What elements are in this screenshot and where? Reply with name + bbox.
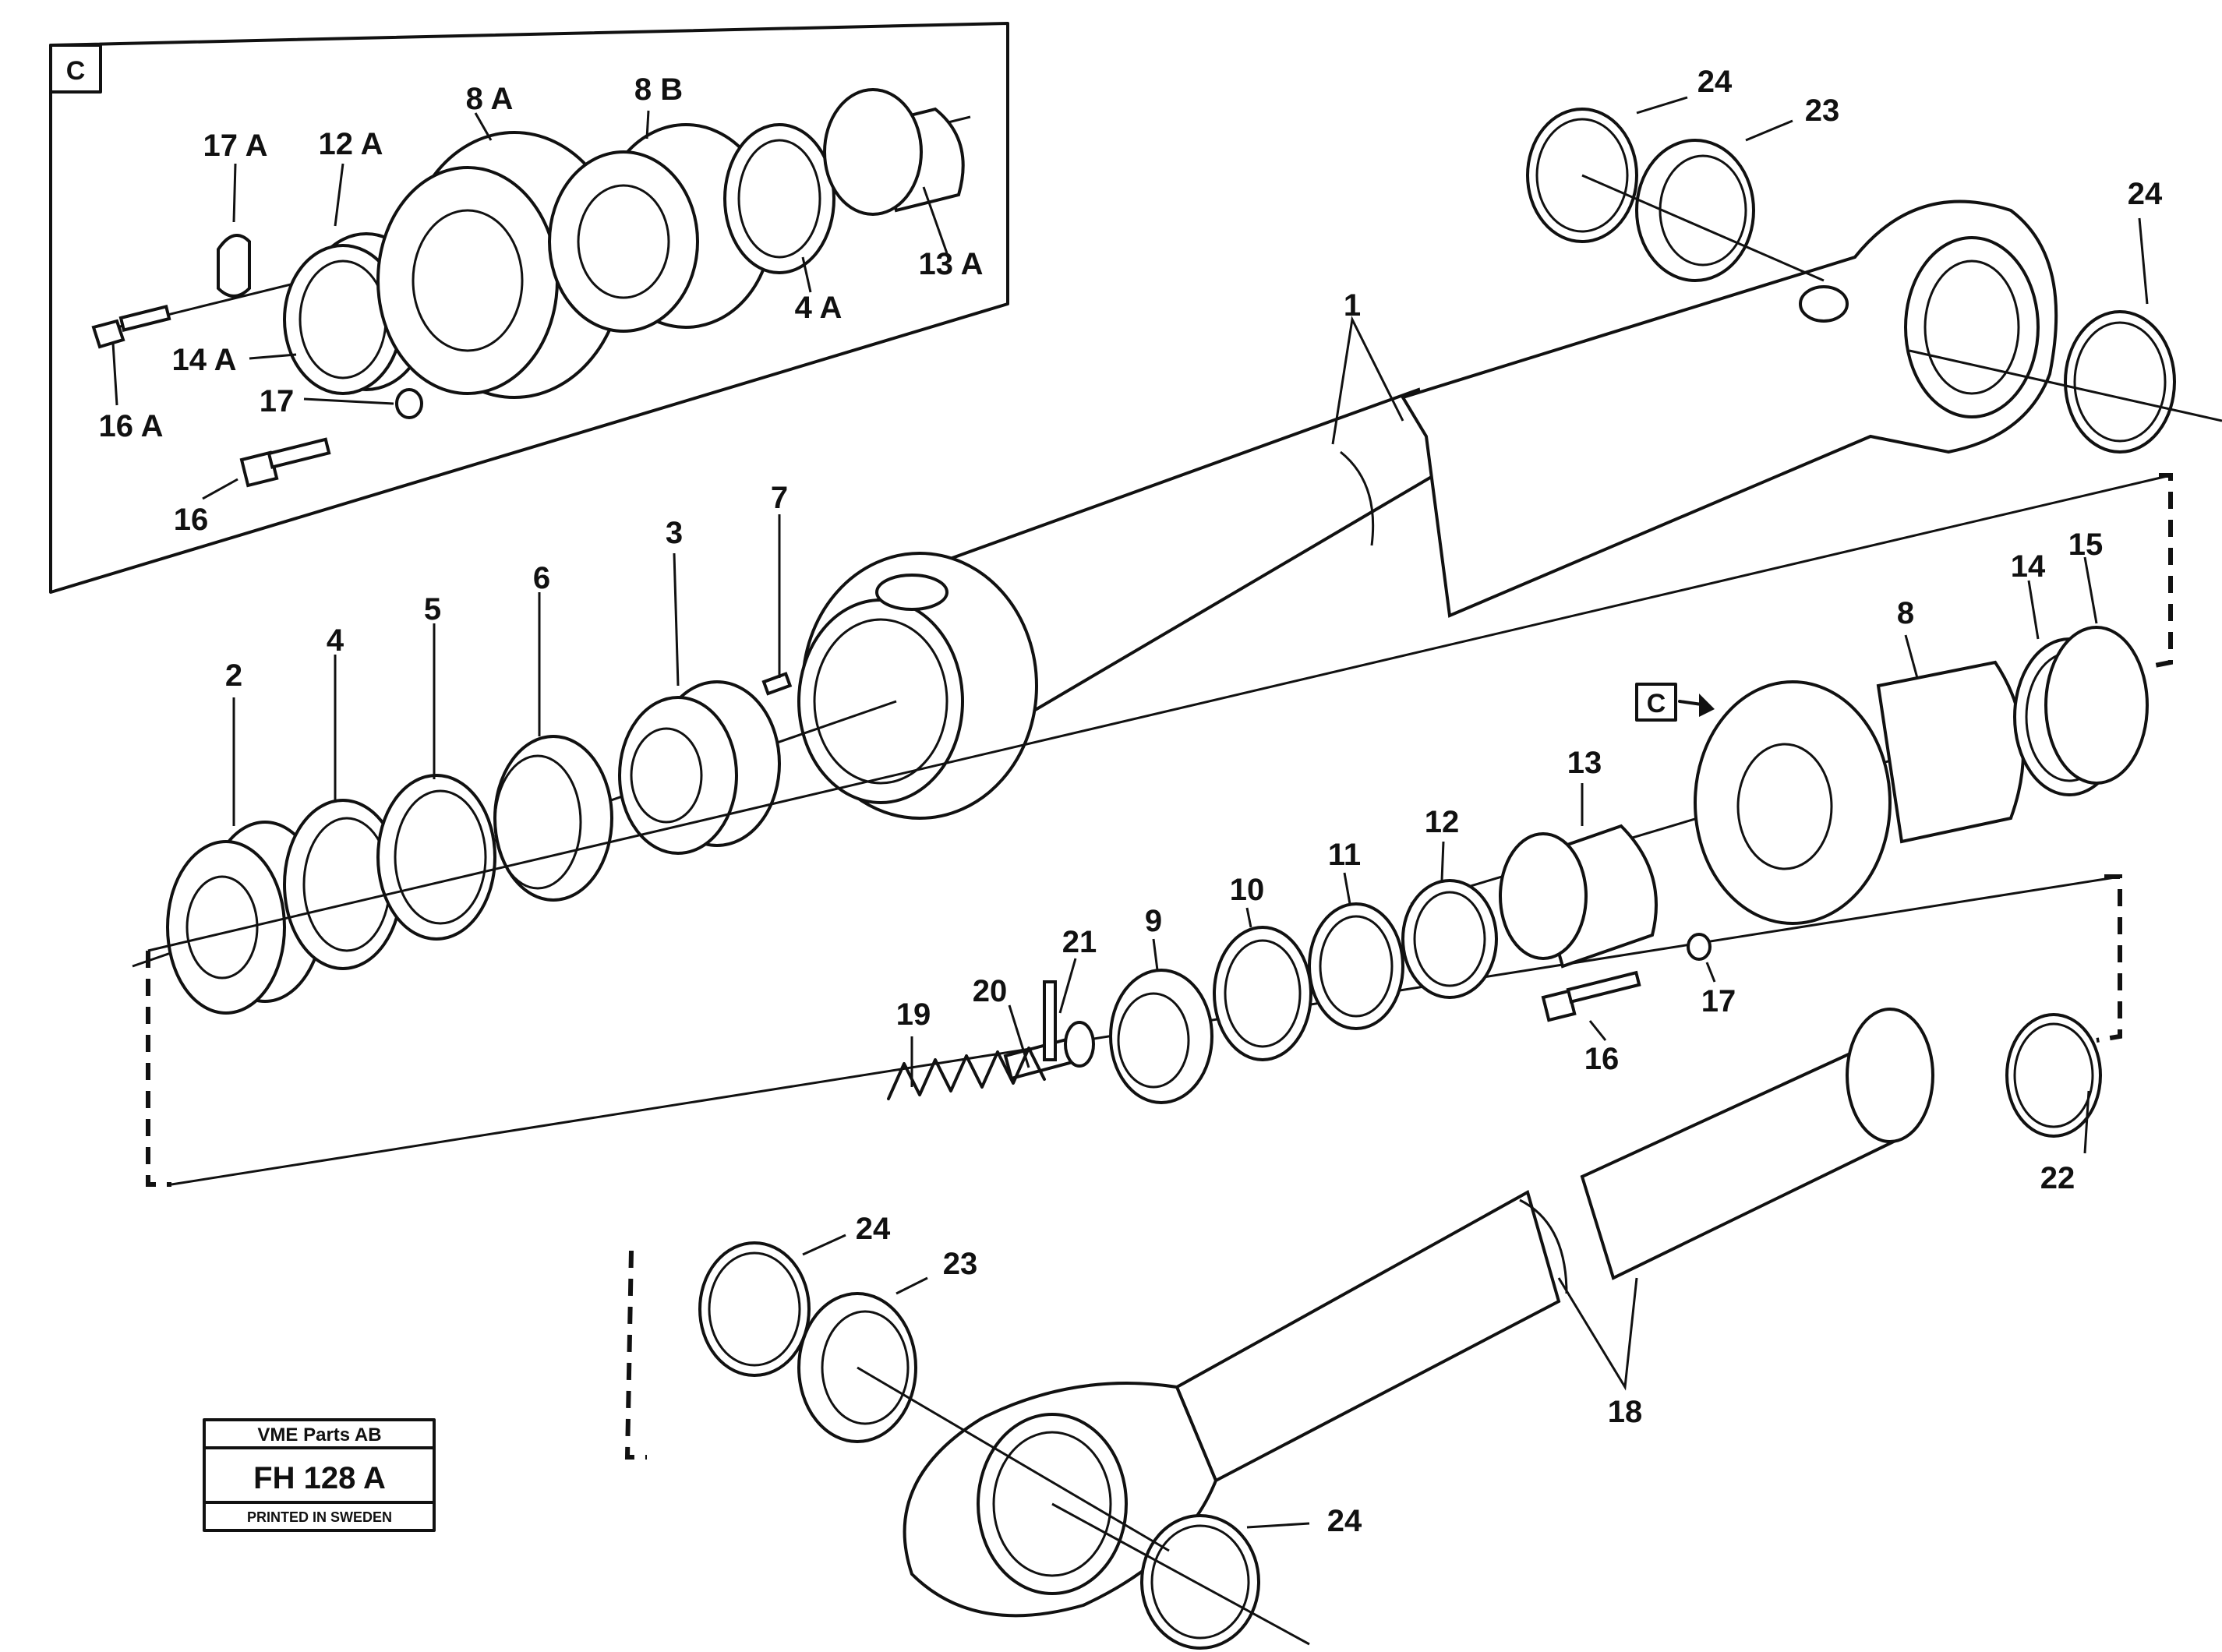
stamp-printed: PRINTED IN SWEDEN bbox=[247, 1509, 392, 1525]
callout-17a: 17 A bbox=[203, 129, 267, 163]
stamp-company: VME Parts AB bbox=[257, 1424, 381, 1446]
callout-24-top-right: 24 bbox=[2128, 177, 2163, 211]
callout-21: 21 bbox=[1062, 925, 1097, 959]
detail-c-label: C bbox=[66, 56, 86, 86]
callout-1: 1 bbox=[1344, 288, 1361, 323]
cylinder-tube-1 bbox=[797, 199, 2058, 820]
callout-5: 5 bbox=[424, 592, 441, 627]
callout-6: 6 bbox=[533, 561, 550, 595]
callout-14a: 14 A bbox=[171, 343, 236, 377]
callout-14: 14 bbox=[2011, 549, 2046, 584]
callout-24-top-left: 24 bbox=[1697, 65, 1733, 99]
cylinder-head-8 bbox=[1694, 660, 2025, 925]
pin-21 bbox=[1043, 980, 1057, 1061]
washer-17-main bbox=[1687, 933, 1712, 961]
bushing-13 bbox=[1499, 824, 1658, 969]
callout-19: 19 bbox=[896, 997, 931, 1032]
detail-c-panel: C bbox=[49, 22, 1009, 594]
circlip-24-top-right bbox=[2064, 310, 2176, 454]
callout-23-top: 23 bbox=[1805, 94, 1840, 128]
ring-5 bbox=[376, 774, 496, 941]
callout-24-bottom-left: 24 bbox=[856, 1212, 891, 1246]
callout-4: 4 bbox=[327, 623, 344, 658]
callout-8b: 8 B bbox=[634, 72, 683, 107]
vme-parts-stamp: VME Parts AB FH 128 A PRINTED IN SWEDEN bbox=[203, 1418, 436, 1532]
callout-23-bottom: 23 bbox=[943, 1247, 978, 1281]
circlip-24-bottom-left bbox=[698, 1241, 811, 1377]
ring-12 bbox=[1401, 879, 1498, 999]
detail-c-reference-box bbox=[1635, 683, 1677, 722]
arrow-head-icon bbox=[1699, 694, 1715, 717]
callout-4a: 4 A bbox=[795, 291, 843, 325]
callout-c-ref: C bbox=[1647, 689, 1666, 718]
callout-2: 2 bbox=[225, 658, 242, 693]
bushing-23-top bbox=[1635, 139, 1755, 282]
bushing-13a bbox=[823, 88, 965, 216]
callout-17: 17 bbox=[1701, 984, 1736, 1018]
ring-11 bbox=[1308, 902, 1404, 1030]
callout-24-bottom-right: 24 bbox=[1327, 1504, 1362, 1538]
callout-12a: 12 A bbox=[318, 127, 383, 161]
stamp-code: FH 128 A bbox=[253, 1461, 386, 1495]
ring-6 bbox=[493, 735, 613, 902]
lock-plate-17a bbox=[217, 234, 251, 298]
ring-15 bbox=[2044, 626, 2149, 785]
bolt-16a bbox=[91, 305, 171, 349]
callout-22: 22 bbox=[2040, 1161, 2075, 1195]
callout-15: 15 bbox=[2068, 528, 2104, 562]
callout-11: 11 bbox=[1328, 838, 1361, 872]
ring-22 bbox=[2005, 1013, 2102, 1138]
callout-17-detail: 17 bbox=[260, 384, 295, 418]
screw-7 bbox=[761, 672, 793, 696]
piston-rod-18 bbox=[903, 1008, 1934, 1618]
spring-19 bbox=[887, 1047, 1046, 1100]
callout-7: 7 bbox=[771, 481, 788, 515]
callout-10: 10 bbox=[1230, 873, 1265, 907]
nut-3 bbox=[618, 680, 781, 855]
washer-17 bbox=[395, 388, 423, 419]
callout-16: 16 bbox=[1584, 1042, 1620, 1076]
callout-13: 13 bbox=[1567, 746, 1602, 780]
callout-16a: 16 A bbox=[98, 409, 163, 443]
ring-10 bbox=[1213, 926, 1312, 1061]
callout-20: 20 bbox=[973, 974, 1008, 1008]
callout-16-detail: 16 bbox=[174, 503, 209, 537]
callout-9: 9 bbox=[1145, 904, 1162, 938]
seal-4a bbox=[723, 123, 835, 274]
valve-pin-20 bbox=[1003, 1021, 1095, 1081]
callout-13a: 13 A bbox=[918, 247, 983, 281]
callout-8a: 8 A bbox=[466, 82, 514, 116]
callout-8: 8 bbox=[1897, 596, 1914, 630]
ring-9 bbox=[1109, 969, 1213, 1104]
callout-12: 12 bbox=[1425, 805, 1460, 839]
callout-18: 18 bbox=[1608, 1395, 1643, 1429]
bolt-16-main bbox=[1541, 970, 1641, 1022]
callout-3: 3 bbox=[666, 516, 683, 550]
circlip-24-bottom-right bbox=[1140, 1514, 1260, 1650]
bolt-16 bbox=[239, 437, 331, 488]
